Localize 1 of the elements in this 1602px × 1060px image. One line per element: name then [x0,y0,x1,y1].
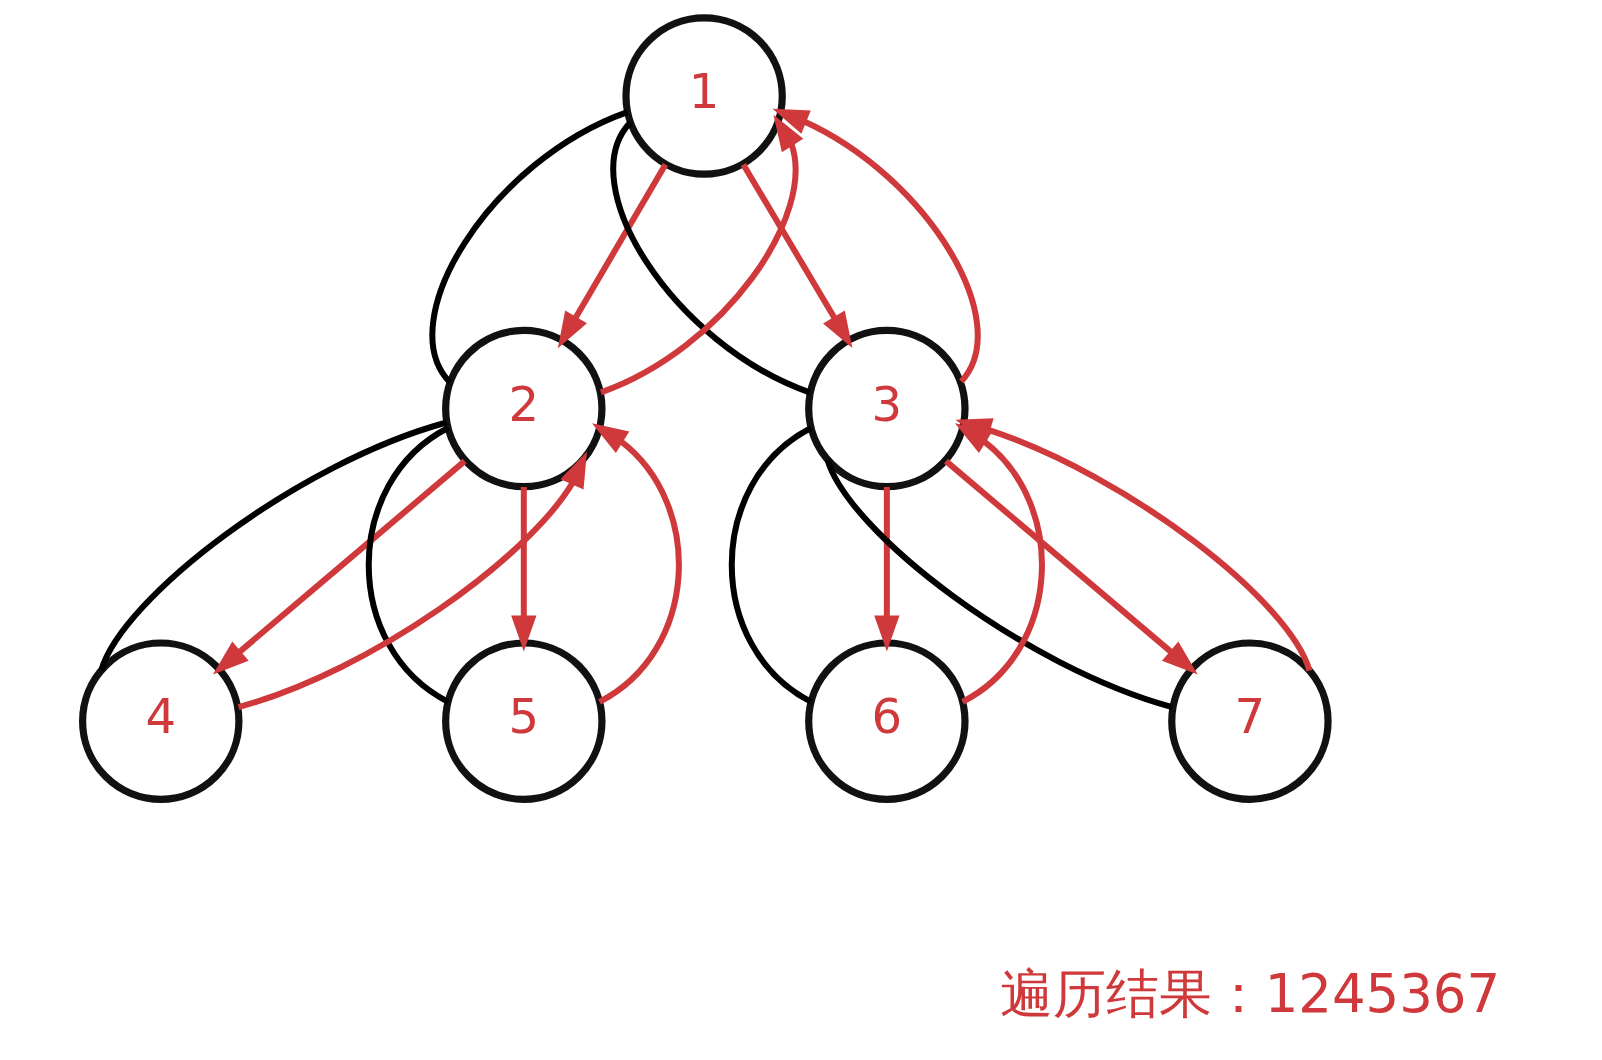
label: 遍历结果：1245367 [999,963,1500,1025]
